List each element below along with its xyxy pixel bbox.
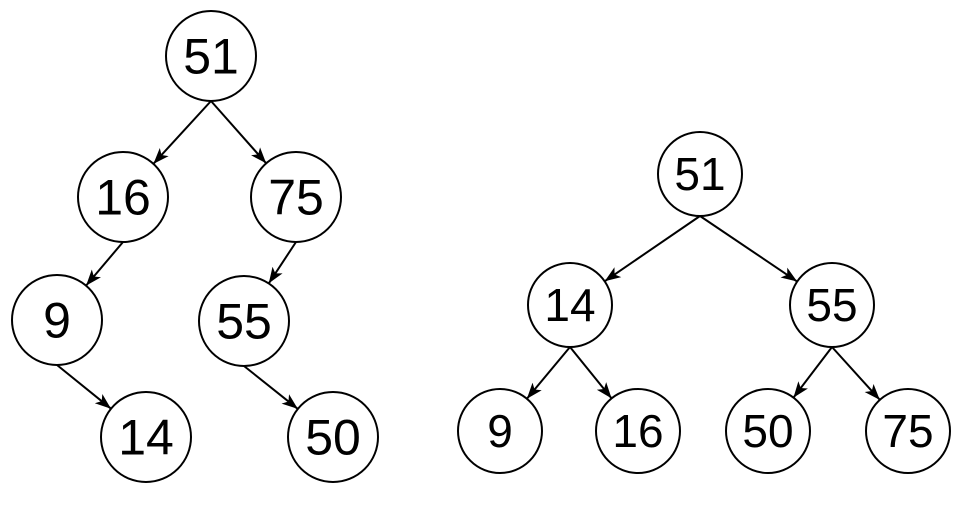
tree-node-9: 9 bbox=[11, 274, 103, 366]
node-circle bbox=[865, 388, 951, 474]
node-label: 50 bbox=[742, 405, 793, 457]
edge-55-to-50 bbox=[792, 346, 833, 399]
node-circle bbox=[527, 262, 613, 348]
node-label: 9 bbox=[487, 405, 513, 457]
tree-node-14: 14 bbox=[527, 262, 613, 348]
node-circle bbox=[725, 388, 811, 474]
node-label: 9 bbox=[43, 293, 71, 349]
node-circle bbox=[250, 151, 342, 243]
edge-51-to-55 bbox=[699, 215, 798, 283]
tree-node-9: 9 bbox=[457, 388, 543, 474]
tree-node-75: 75 bbox=[865, 388, 951, 474]
tree-node-55: 55 bbox=[198, 275, 290, 367]
tree-node-50: 50 bbox=[725, 388, 811, 474]
node-circle bbox=[77, 151, 169, 243]
node-label: 75 bbox=[882, 405, 933, 457]
right-tree-balanced: 51 14 55 9 16 50 75 bbox=[457, 131, 951, 474]
node-label: 51 bbox=[183, 29, 239, 85]
edge-75-to-55 bbox=[267, 241, 297, 284]
tree-node-16: 16 bbox=[77, 151, 169, 243]
tree-node-16: 16 bbox=[595, 388, 681, 474]
node-circle bbox=[165, 10, 257, 102]
node-circle bbox=[198, 275, 290, 367]
edge-51-to-75 bbox=[210, 100, 267, 164]
node-circle bbox=[11, 274, 103, 366]
node-circle bbox=[457, 388, 543, 474]
node-label: 50 bbox=[305, 410, 361, 466]
tree-node-14: 14 bbox=[100, 391, 192, 483]
edge-9-to-14 bbox=[56, 364, 112, 410]
edge-55-to-50 bbox=[243, 365, 299, 410]
node-circle bbox=[100, 391, 192, 483]
node-label: 14 bbox=[544, 279, 595, 331]
node-label: 75 bbox=[268, 170, 324, 226]
left-tree-unbalanced: 51 16 75 9 55 14 50 bbox=[11, 10, 379, 483]
node-label: 55 bbox=[216, 294, 272, 350]
tree-node-50: 50 bbox=[287, 391, 379, 483]
node-circle bbox=[595, 388, 681, 474]
node-label: 51 bbox=[674, 148, 725, 200]
tree-node-51: 51 bbox=[165, 10, 257, 102]
edge-55-to-75 bbox=[831, 346, 881, 401]
node-circle bbox=[657, 131, 743, 217]
tree-node-51: 51 bbox=[657, 131, 743, 217]
node-label: 16 bbox=[612, 405, 663, 457]
edge-16-to-9 bbox=[85, 241, 124, 287]
tree-node-75: 75 bbox=[250, 151, 342, 243]
node-label: 55 bbox=[806, 279, 857, 331]
edge-14-to-16 bbox=[569, 346, 613, 399]
node-circle bbox=[287, 391, 379, 483]
node-label: 16 bbox=[95, 170, 151, 226]
edge-51-to-16 bbox=[152, 100, 212, 165]
tree-node-55: 55 bbox=[789, 262, 875, 348]
edge-14-to-9 bbox=[526, 346, 571, 400]
node-circle bbox=[789, 262, 875, 348]
edge-51-to-14 bbox=[604, 215, 701, 283]
node-label: 14 bbox=[118, 410, 174, 466]
